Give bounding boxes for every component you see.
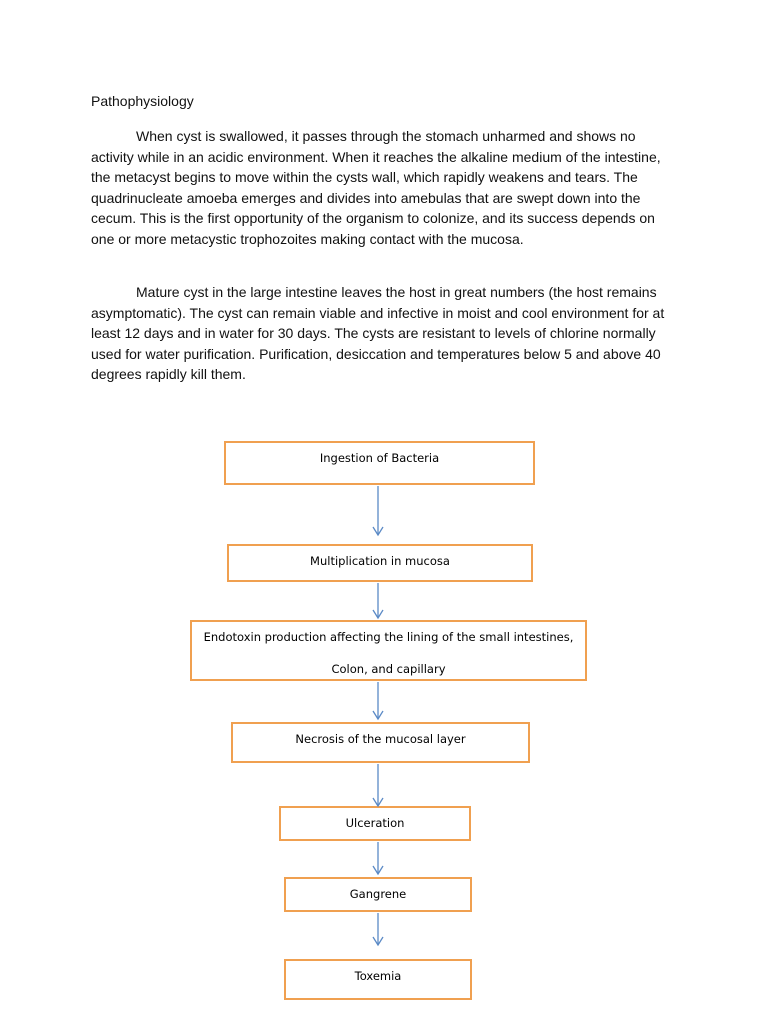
flow-step-label: Toxemia <box>354 969 402 983</box>
flow-step-endotoxin: Endotoxin production affecting the linin… <box>190 620 587 681</box>
flow-step-label: Endotoxin production affecting the linin… <box>203 630 574 644</box>
flow-step-multiplication: Multiplication in mucosa <box>227 544 533 582</box>
arrow-down-icon <box>372 583 384 620</box>
paragraph-1: When cyst is swallowed, it passes throug… <box>91 128 661 247</box>
arrow-down-icon <box>372 842 384 876</box>
flow-step-gangrene: Gangrene <box>284 877 472 912</box>
paragraph-2: Mature cyst in the large intestine leave… <box>91 284 665 383</box>
flow-step-label: Necrosis of the mucosal layer <box>295 732 466 746</box>
flow-step-label-line2: Colon, and capillary <box>331 662 446 676</box>
flow-step-label: Gangrene <box>349 887 407 901</box>
arrow-down-icon <box>372 764 384 808</box>
arrow-down-icon <box>372 913 384 947</box>
flow-step-ingestion: Ingestion of Bacteria <box>224 441 535 485</box>
section-heading: Pathophysiology <box>91 93 194 109</box>
arrow-down-icon <box>372 486 384 537</box>
arrow-down-icon <box>372 682 384 721</box>
flow-step-ulceration: Ulceration <box>279 806 471 841</box>
flow-step-label: Ulceration <box>345 816 405 830</box>
flow-step-toxemia: Toxemia <box>284 959 472 1000</box>
flow-step-necrosis: Necrosis of the mucosal layer <box>231 722 530 763</box>
flow-step-label: Multiplication in mucosa <box>310 554 450 568</box>
flow-step-label: Ingestion of Bacteria <box>319 451 440 465</box>
